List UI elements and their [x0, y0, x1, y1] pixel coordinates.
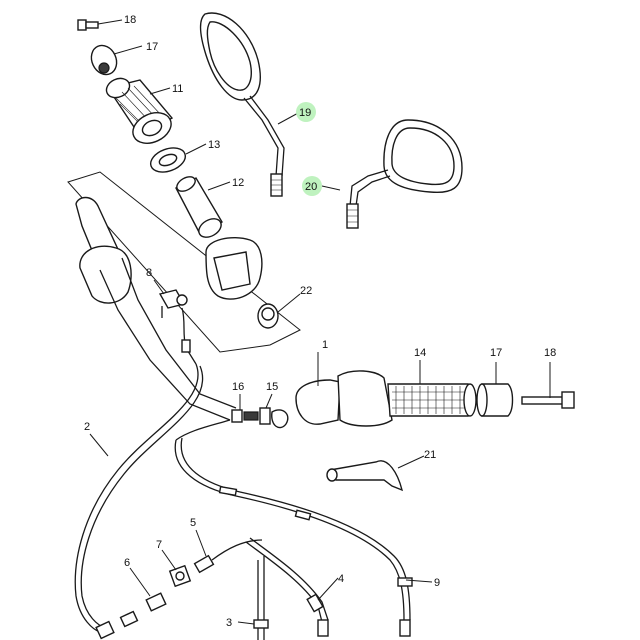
part-17-weight-top [90, 44, 118, 76]
callout-labels: 18 17 11 13 12 19 20 22 8 1 14 17 18 16 … [84, 14, 556, 629]
callout-17-right: 17 [490, 347, 502, 359]
callout-11: 11 [172, 83, 183, 95]
part-7-clamp [168, 564, 192, 588]
right-handlebar [295, 370, 477, 427]
part-12-throttle-tube [175, 176, 223, 238]
part-15-nut [259, 407, 289, 429]
callout-20: 20 [305, 181, 317, 193]
callout-1: 1 [322, 339, 328, 351]
callout-3: 3 [226, 617, 232, 629]
part-21-guide [326, 460, 404, 492]
callout-2: 2 [84, 421, 90, 433]
callout-9: 9 [434, 577, 440, 589]
callout-8: 8 [146, 267, 152, 279]
part-8-bracket [158, 289, 197, 365]
callout-16: 16 [232, 381, 244, 393]
callout-4: 4 [338, 573, 344, 585]
callout-18-top: 18 [124, 14, 136, 26]
subassembly-frame [67, 171, 301, 353]
callout-14: 14 [414, 347, 426, 359]
callout-5: 5 [190, 517, 196, 529]
callout-19-highlight [296, 102, 316, 122]
right-mirror [346, 119, 463, 229]
callout-7: 7 [156, 539, 162, 551]
callout-15: 15 [266, 381, 278, 393]
part-22-cap [257, 303, 279, 329]
callout-17-top: 17 [146, 41, 158, 53]
part-18-screw-top [77, 19, 99, 31]
callout-20-highlight [302, 176, 322, 196]
callout-22: 22 [300, 285, 312, 297]
part-13-washer [149, 147, 187, 173]
callout-12: 12 [232, 177, 244, 189]
cable-sleeves [193, 485, 413, 637]
part-16-bolt [231, 409, 259, 423]
leader-lines [89, 19, 551, 625]
part-18-screw-right [521, 391, 575, 409]
callout-21: 21 [424, 449, 436, 461]
throttle-housing [205, 236, 263, 300]
callout-6: 6 [124, 557, 130, 569]
left-mirror [199, 12, 285, 197]
callout-19: 19 [299, 107, 311, 119]
callout-18-right: 18 [544, 347, 556, 359]
part-6-adjuster [95, 592, 167, 640]
callout-13: 13 [208, 139, 220, 151]
left-handlebar [75, 196, 237, 421]
part-17-weight-right [476, 383, 514, 417]
part-11-grip-top [105, 77, 174, 144]
